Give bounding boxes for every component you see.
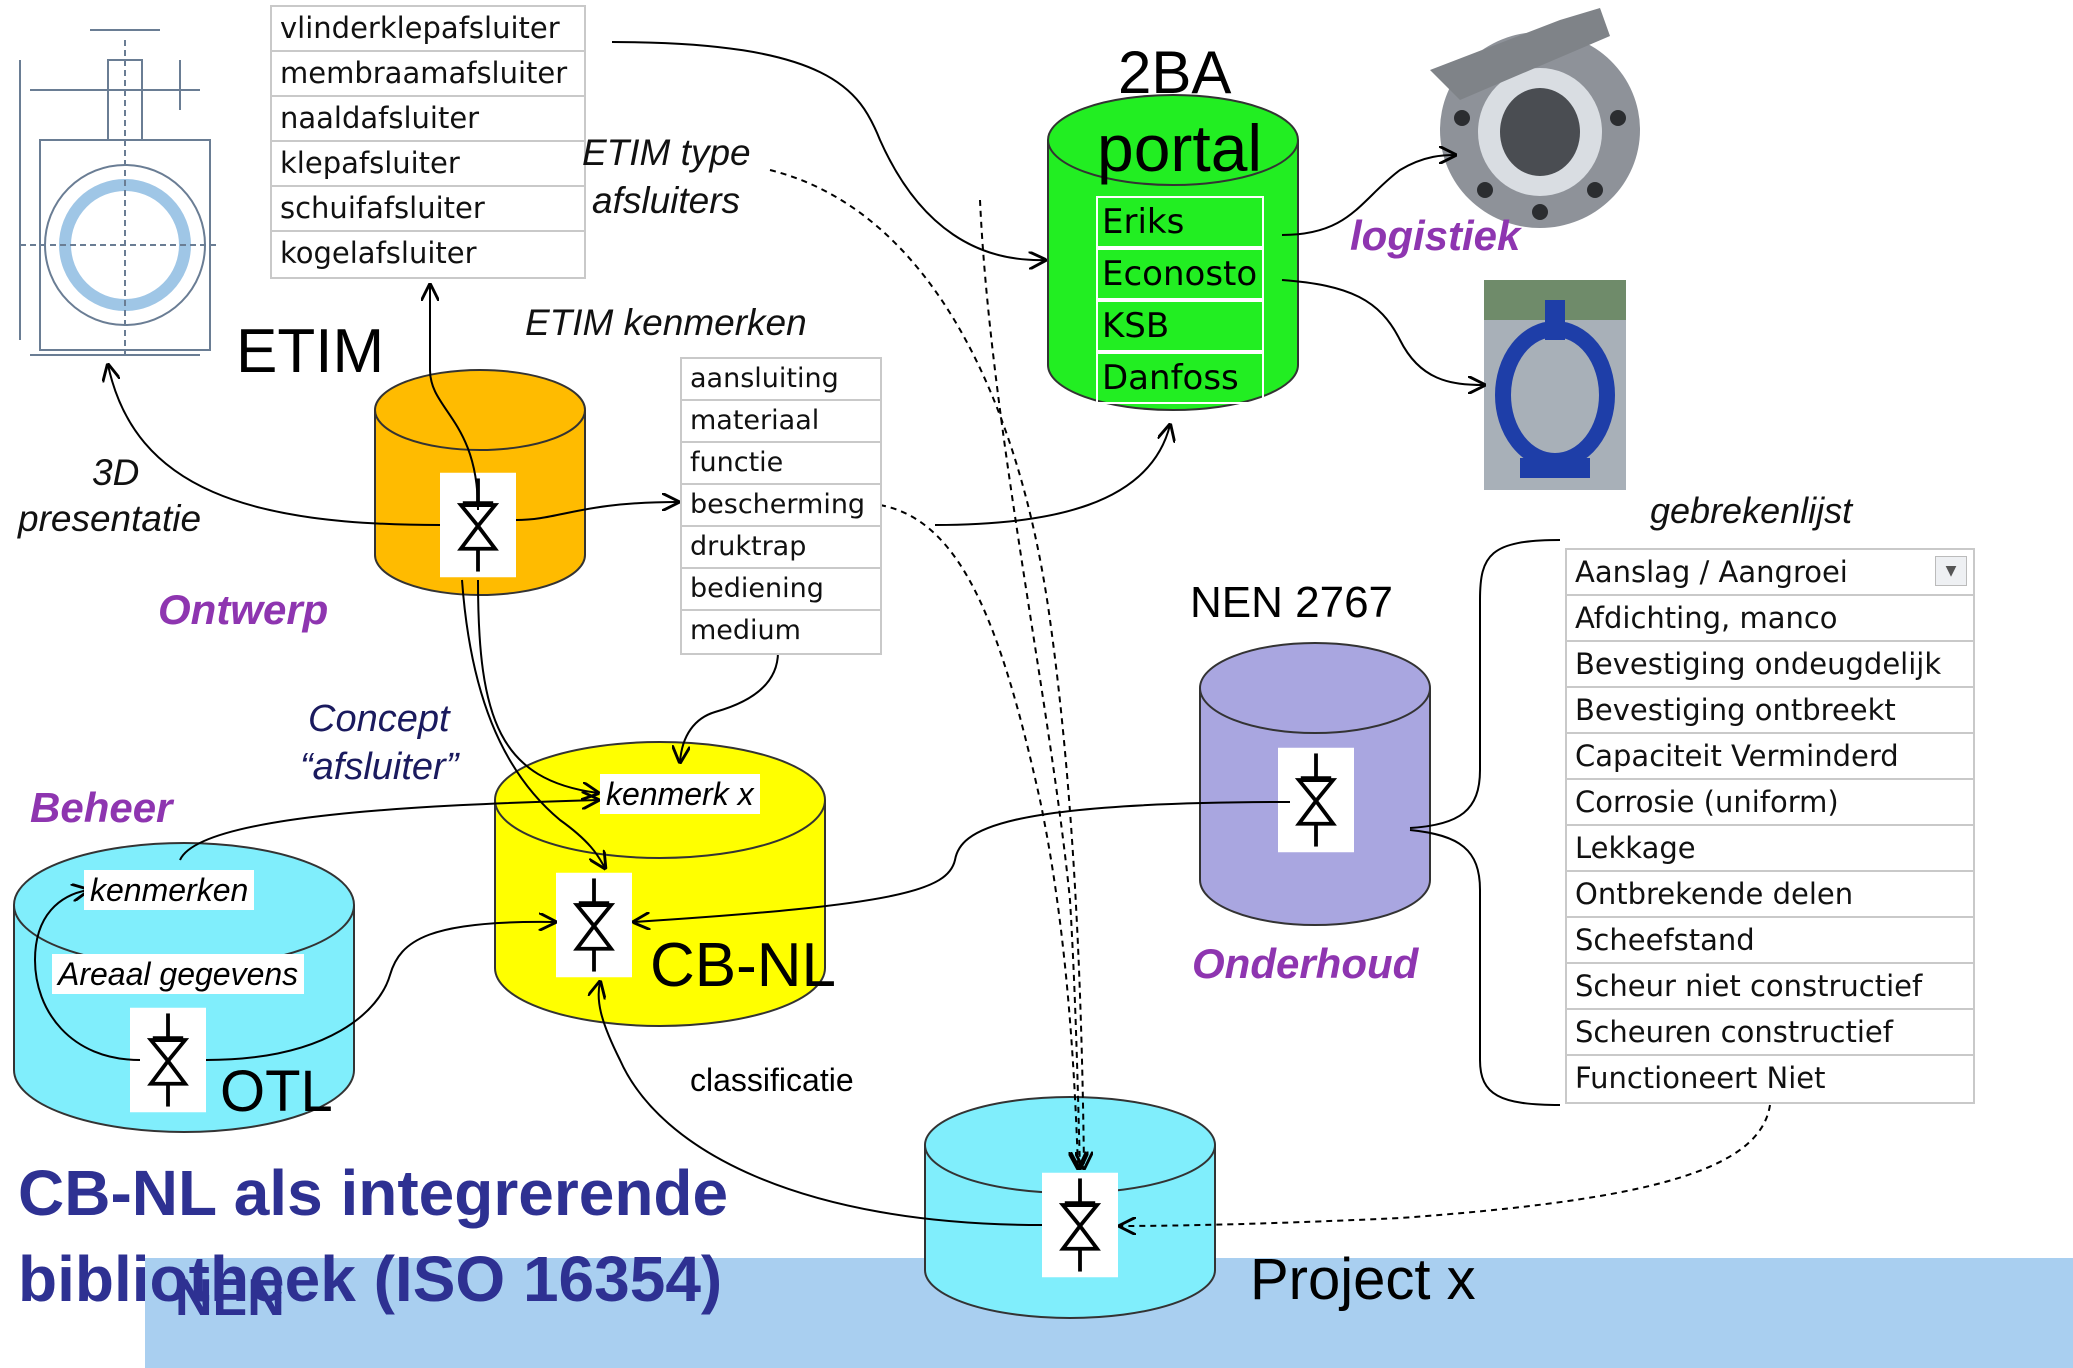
portal-supplier-row: Eriks bbox=[1096, 196, 1264, 248]
defect-item: Scheefstand bbox=[1567, 918, 1973, 964]
arrow-features-to-kenmerk-x bbox=[680, 651, 779, 762]
presentation-label-line1: 3D bbox=[92, 452, 140, 493]
classificatie-label: classificatie bbox=[690, 1062, 854, 1098]
etim-feature-item: bediening bbox=[682, 569, 880, 611]
dashed-defects-to-project bbox=[1120, 1104, 1771, 1226]
arrow-otl-to-cbnl bbox=[205, 922, 555, 1061]
arrow-etim-to-features bbox=[515, 502, 678, 521]
etim-type-item: schuifafsluiter bbox=[272, 187, 584, 232]
butterfly-valve-photo-gray bbox=[1430, 8, 1640, 228]
otl-areaal-tag: Areaal gegevens bbox=[52, 954, 305, 994]
etim-feature-item: materiaal bbox=[682, 401, 880, 443]
etim-type-item: membraamafsluiter bbox=[272, 52, 584, 97]
defect-item: Capaciteit Verminderd bbox=[1567, 734, 1973, 780]
valve-symbol-project bbox=[1042, 1170, 1118, 1280]
etim-feature-item: aansluiting bbox=[682, 359, 880, 401]
presentation-label-line2: presentatie bbox=[18, 498, 202, 539]
page-title-line2: bibliotheek (ISO 16354) bbox=[18, 1243, 723, 1315]
valve-symbol-otl bbox=[130, 1005, 206, 1115]
dropdown-arrow-icon[interactable]: ▼ bbox=[1935, 556, 1967, 586]
arrow-types-to-portal bbox=[611, 41, 1045, 260]
defects-bracket-top bbox=[1409, 539, 1561, 829]
arrow-nen-to-cbnl bbox=[634, 801, 1291, 922]
defect-item: Functioneert Niet bbox=[1575, 1061, 1826, 1095]
defect-item: Bevestiging ondeugdelijk bbox=[1567, 642, 1973, 688]
defect-item: Afdichting, manco bbox=[1567, 596, 1973, 642]
etim-feature-item: medium bbox=[690, 615, 801, 646]
nen-logo-text: NEN bbox=[175, 1269, 285, 1327]
etim-type-item: kogelafsluiter bbox=[280, 236, 477, 270]
portal-supplier-row: KSB bbox=[1096, 300, 1264, 352]
dashed-portal-to-project bbox=[979, 199, 1080, 1168]
etim-types-list: vlinderklepafsluiter membraamafsluiter n… bbox=[270, 5, 586, 279]
portal-subtitle: portal bbox=[1097, 111, 1263, 185]
arrow-eriks-to-photo bbox=[1281, 155, 1455, 236]
dashed-types-to-project bbox=[769, 169, 1084, 1168]
etim-type-item: klepafsluiter bbox=[272, 142, 584, 187]
otl-kenmerken-tag: kenmerken bbox=[84, 870, 255, 910]
arrow-econosto-to-photo bbox=[1281, 279, 1484, 385]
onderhoud-role-label: Onderhoud bbox=[1192, 940, 1419, 987]
butterfly-valve-photo-blue bbox=[1484, 280, 1626, 490]
valve-technical-drawing bbox=[19, 29, 220, 360]
etim-type-label-line2: afsluiters bbox=[592, 180, 741, 221]
defects-bracket-bottom bbox=[1409, 829, 1561, 1106]
defect-item: Aanslag / Aangroei bbox=[1575, 555, 1848, 589]
etim-feature-item: druktrap bbox=[682, 527, 880, 569]
defect-item: Ontbrekende delen bbox=[1567, 872, 1973, 918]
otl-label: OTL bbox=[220, 1059, 333, 1124]
dashed-features-to-project bbox=[879, 504, 1078, 1168]
valve-symbol-nen2767 bbox=[1278, 745, 1354, 855]
arrow-etim-to-kenmerk-x bbox=[477, 579, 598, 793]
concept-label-line2: “afsluiter” bbox=[300, 746, 459, 788]
concept-label-line1: Concept bbox=[308, 698, 450, 740]
nen2767-label: NEN 2767 bbox=[1190, 578, 1394, 627]
defect-item: Scheur niet constructief bbox=[1567, 964, 1973, 1010]
etim-type-item: vlinderklepafsluiter bbox=[272, 7, 584, 52]
defect-item: Scheuren constructief bbox=[1567, 1010, 1973, 1056]
page-title-line1: CB-NL als integrerende bbox=[18, 1157, 729, 1229]
portal-supplier-row: Danfoss bbox=[1096, 352, 1264, 404]
etim-type-label-line1: ETIM type bbox=[582, 132, 751, 173]
beheer-role-label: Beheer bbox=[30, 784, 173, 831]
project-label: Project x bbox=[1250, 1247, 1476, 1312]
arrow-otl-kenmerken-loop bbox=[33, 890, 141, 1061]
defect-item: Lekkage bbox=[1567, 826, 1973, 872]
defects-list: Aanslag / Aangroei ▼ Afdichting, manco B… bbox=[1565, 548, 1975, 1104]
arrow-features-to-portal bbox=[934, 425, 1170, 526]
defect-item: Corrosie (uniform) bbox=[1567, 780, 1973, 826]
defect-dropdown-row[interactable]: Aanslag / Aangroei ▼ bbox=[1567, 550, 1973, 596]
logistiek-label: logistiek bbox=[1350, 212, 1521, 259]
defects-list-label: gebrekenlijst bbox=[1650, 490, 1853, 531]
etim-feature-item: bescherming bbox=[682, 485, 880, 527]
defect-item: Bevestiging ontbreekt bbox=[1567, 688, 1973, 734]
etim-features-label: ETIM kenmerken bbox=[525, 302, 807, 343]
valve-symbol-cbnl bbox=[556, 870, 632, 980]
arrow-etim-to-drawing bbox=[108, 365, 441, 526]
etim-type-item: naaldafsluiter bbox=[272, 97, 584, 142]
portal-cylinder bbox=[1047, 94, 1299, 411]
arrow-otl-to-kenmerk-x bbox=[179, 800, 598, 861]
arrow-etim-to-types bbox=[430, 285, 479, 511]
cbnl-label: CB-NL bbox=[650, 931, 837, 1000]
arrow-etim-to-cbnl-valve bbox=[461, 579, 605, 868]
arrow-project-to-cbnl bbox=[599, 982, 1043, 1226]
ontwerp-role-label: Ontwerp bbox=[158, 586, 329, 633]
portal-title: 2BA bbox=[1118, 39, 1232, 106]
etim-features-list: aansluiting materiaal functie beschermin… bbox=[680, 357, 882, 655]
kenmerk-x-tag: kenmerk x bbox=[600, 774, 760, 814]
valve-symbol-etim bbox=[440, 470, 516, 580]
portal-supplier-row: Econosto bbox=[1096, 248, 1264, 300]
etim-label: ETIM bbox=[236, 317, 385, 386]
etim-feature-item: functie bbox=[682, 443, 880, 485]
